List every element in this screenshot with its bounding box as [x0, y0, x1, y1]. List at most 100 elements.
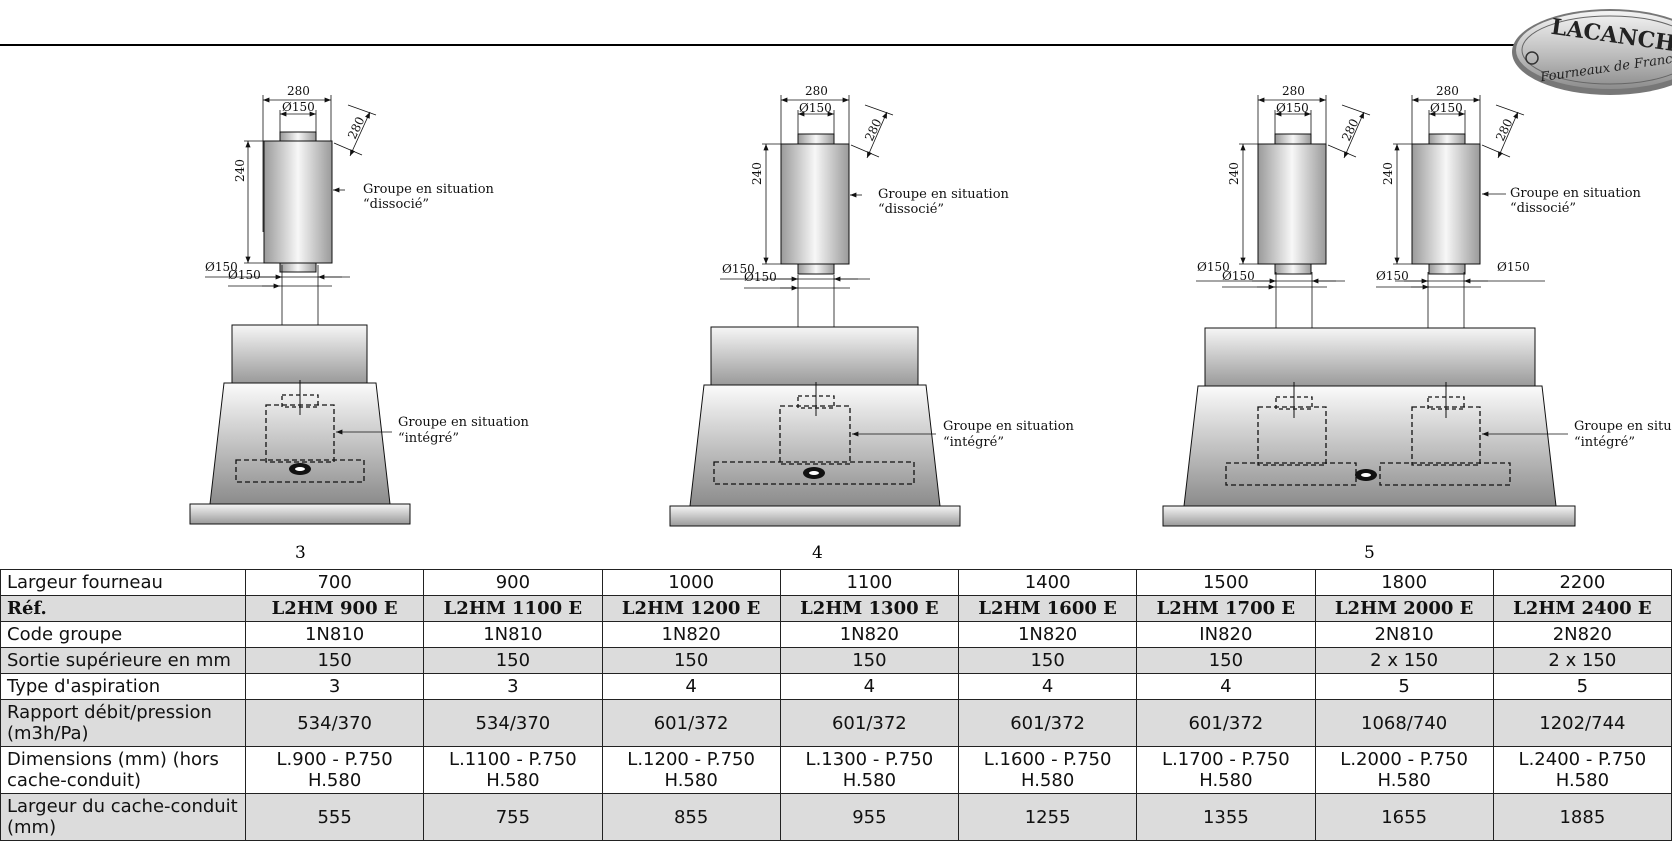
table-cell: 900 — [423, 569, 603, 596]
table-cell: 150 — [423, 647, 603, 674]
table-cell: 4 — [957, 673, 1138, 700]
fan-unit-dissocie: 280 Ø150 240 280 Ø150 Groupe en situatio… — [228, 84, 495, 289]
row-label: Réf. — [0, 595, 246, 622]
svg-text:240: 240 — [750, 162, 764, 185]
figure-3: 280 Ø150 240 280 Ø150 Groupe en situatio… — [189, 84, 530, 563]
fan-unit-dissocie-5b: 280 Ø150 240 280 Ø150 Groupe en situatio… — [1376, 84, 1642, 290]
svg-text:“intégré”: “intégré” — [943, 435, 1004, 450]
row-label: Largeur du cache-conduit (mm) — [0, 793, 246, 841]
table-cell: 4 — [601, 673, 781, 700]
table-cell: 4 — [1136, 673, 1316, 700]
table-cell: 1800 — [1314, 569, 1494, 596]
svg-text:280: 280 — [1493, 117, 1515, 144]
table-cell: 555 — [244, 793, 425, 841]
table-cell: 1N820 — [601, 621, 781, 648]
svg-text:280: 280 — [287, 84, 310, 98]
hood-drawings: 280 Ø150 240 280 Ø150 Groupe en situatio… — [189, 84, 1672, 563]
table-cell: 1202/744 — [1492, 699, 1672, 747]
table-cell: 150 — [1136, 647, 1316, 674]
svg-text:Ø150: Ø150 — [722, 262, 755, 276]
svg-text:240: 240 — [1381, 162, 1395, 185]
table-cell: 1N810 — [244, 621, 425, 648]
table-cell: L2HM 1700 E — [1136, 595, 1316, 622]
table-cell: L2HM 1100 E — [423, 595, 603, 622]
svg-text:240: 240 — [1227, 162, 1241, 185]
table-cell: 2 x 150 — [1314, 647, 1494, 674]
figure-5: 280 Ø150 240 280 Ø150 280 Ø150 — [1162, 84, 1672, 563]
table-cell: L.900 - P.750 H.580 — [244, 746, 425, 794]
lacanche-logo: LACANCHE Fourneaux de France — [1512, 9, 1672, 95]
table-cell: L2HM 2400 E — [1492, 595, 1672, 622]
table-cell: 2 x 150 — [1492, 647, 1672, 674]
svg-text:Groupe en situation: Groupe en situation — [363, 182, 495, 197]
table-cell: 601/372 — [779, 699, 960, 747]
svg-text:“intégré”: “intégré” — [1574, 435, 1635, 450]
svg-text:Groupe en situation: Groupe en situation — [1574, 419, 1672, 434]
table-cell: L2HM 2000 E — [1314, 595, 1494, 622]
table-cell: 1355 — [1136, 793, 1316, 841]
table-cell: 601/372 — [957, 699, 1138, 747]
table-cell: 1100 — [779, 569, 960, 596]
svg-text:280: 280 — [862, 117, 884, 144]
table-cell: 2200 — [1492, 569, 1672, 596]
table-cell: 150 — [244, 647, 425, 674]
svg-text:Groupe en situation: Groupe en situation — [1510, 186, 1642, 201]
table-cell: 534/370 — [244, 699, 425, 747]
table-cell: 855 — [601, 793, 781, 841]
svg-text:Ø150: Ø150 — [1376, 269, 1409, 283]
table-cell: 4 — [779, 673, 960, 700]
table-cell: 1400 — [957, 569, 1138, 596]
svg-text:“dissocié”: “dissocié” — [363, 197, 429, 212]
table-cell: 601/372 — [1136, 699, 1316, 747]
table-cell: 2N810 — [1314, 621, 1494, 648]
svg-text:240: 240 — [233, 159, 247, 182]
table-cell: 3 — [244, 673, 425, 700]
svg-text:Ø150: Ø150 — [282, 100, 315, 114]
svg-text:Ø150: Ø150 — [1430, 101, 1463, 115]
table-cell: 700 — [244, 569, 425, 596]
table-cell: 5 — [1492, 673, 1672, 700]
figure-number-5: 5 — [1364, 543, 1375, 563]
fan-unit-dissocie-4: 280 Ø150 240 280 Ø150 Groupe en situatio… — [744, 84, 1010, 291]
row-label: Dimensions (mm) (hors cache-conduit) — [0, 746, 246, 794]
table-cell: L2HM 900 E — [244, 595, 425, 622]
table-row: Dimensions (mm) (hors cache-conduit)L.90… — [0, 746, 1672, 794]
svg-text:280: 280 — [1339, 117, 1361, 144]
figure-number-3: 3 — [295, 543, 306, 563]
table-cell: 5 — [1314, 673, 1494, 700]
table-cell: 1N820 — [957, 621, 1138, 648]
table-cell: 1N810 — [423, 621, 603, 648]
svg-text:Groupe en situation: Groupe en situation — [943, 419, 1075, 434]
fan-unit-dissocie-5a: 280 Ø150 240 280 Ø150 — [1222, 84, 1371, 290]
svg-text:“intégré”: “intégré” — [398, 431, 459, 446]
svg-text:“dissocié”: “dissocié” — [1510, 201, 1576, 216]
table-cell: 150 — [957, 647, 1138, 674]
svg-text:Ø150: Ø150 — [1497, 260, 1530, 274]
top-rule — [0, 44, 1540, 46]
svg-text:280: 280 — [1436, 84, 1459, 98]
hood-body-5: Ø150 Ø150 Groupe en situation “intégré” — [1162, 260, 1672, 527]
svg-text:Ø150: Ø150 — [205, 260, 238, 274]
table-cell: 1500 — [1136, 569, 1316, 596]
table-cell: L2HM 1300 E — [779, 595, 960, 622]
row-label: Code groupe — [0, 621, 246, 648]
table-cell: L.1200 - P.750 H.580 — [601, 746, 781, 794]
svg-text:Ø150: Ø150 — [744, 270, 777, 284]
figure-4: 280 Ø150 240 280 Ø150 Groupe en situatio… — [669, 84, 1075, 563]
table-cell: 1655 — [1314, 793, 1494, 841]
table-cell: 2N820 — [1492, 621, 1672, 648]
row-label: Rapport débit/pression (m3h/Pa) — [0, 699, 246, 747]
svg-text:Ø150: Ø150 — [228, 268, 261, 282]
svg-text:Ø150: Ø150 — [1222, 269, 1255, 283]
table-cell: 150 — [779, 647, 960, 674]
table-cell: L.1300 - P.750 H.580 — [779, 746, 960, 794]
table-cell: IN820 — [1136, 621, 1316, 648]
